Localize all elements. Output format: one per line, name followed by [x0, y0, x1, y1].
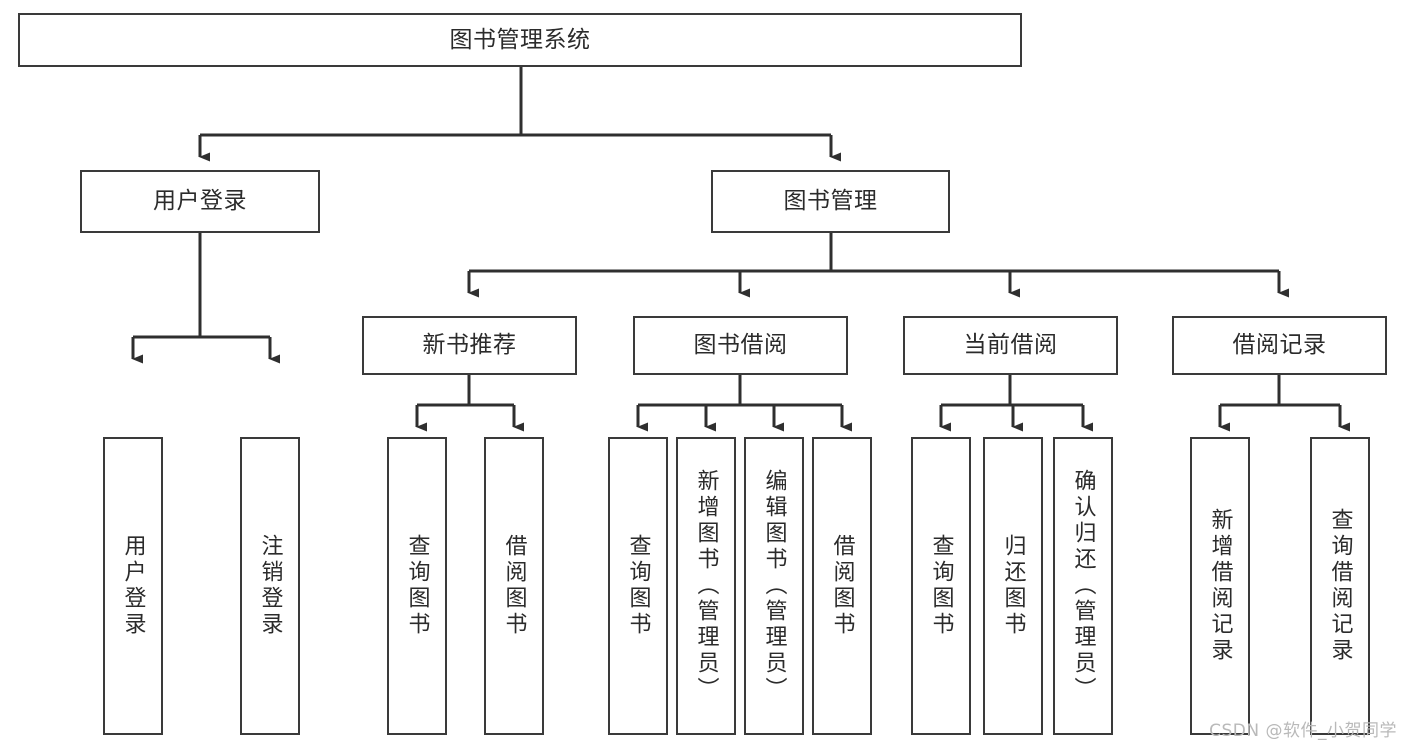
node-label: 确认归还（管理员） [1070, 469, 1096, 703]
node-borrow-record[interactable]: 借阅记录 [1172, 316, 1387, 375]
node-root[interactable]: 图书管理系统 [18, 13, 1022, 67]
node-book-manage[interactable]: 图书管理 [711, 170, 950, 233]
node-label: 图书管理系统 [449, 26, 591, 53]
node-leaf-edit-book[interactable]: 编辑图书（管理员） [744, 437, 804, 735]
node-label: 用户登录 [153, 188, 247, 215]
node-label: 借阅图书 [501, 534, 527, 638]
node-label: 新增借阅记录 [1207, 508, 1233, 664]
watermark: CSDN @软件_小贺同学 [1209, 721, 1397, 741]
node-leaf-query-borrow-record[interactable]: 查询借阅记录 [1310, 437, 1370, 735]
node-leaf-query-book-borrow[interactable]: 查询图书 [608, 437, 668, 735]
node-label: 图书借阅 [693, 332, 788, 359]
node-leaf-query-book-current[interactable]: 查询图书 [911, 437, 971, 735]
node-label: 编辑图书（管理员） [761, 469, 787, 703]
node-book-borrow[interactable]: 图书借阅 [633, 316, 848, 375]
node-label: 归还图书 [1000, 534, 1026, 638]
node-label: 图书管理 [783, 188, 878, 215]
node-leaf-add-book[interactable]: 新增图书（管理员） [676, 437, 736, 735]
node-label: 新书推荐 [422, 332, 517, 359]
node-label: 当前借阅 [963, 332, 1058, 359]
node-label: 借阅图书 [829, 534, 855, 638]
node-leaf-add-borrow-record[interactable]: 新增借阅记录 [1190, 437, 1250, 735]
node-leaf-user-logout[interactable]: 注销登录 [240, 437, 300, 735]
node-leaf-borrow-book-rec[interactable]: 借阅图书 [484, 437, 544, 735]
node-leaf-user-login[interactable]: 用户登录 [103, 437, 163, 735]
node-leaf-confirm-return[interactable]: 确认归还（管理员） [1053, 437, 1113, 735]
node-leaf-return-book[interactable]: 归还图书 [983, 437, 1043, 735]
node-label: 新增图书（管理员） [693, 469, 719, 703]
node-user-login[interactable]: 用户登录 [80, 170, 320, 233]
node-label: 查询图书 [625, 534, 651, 638]
node-label: 查询图书 [928, 534, 954, 638]
node-label: 查询图书 [404, 534, 430, 638]
node-leaf-borrow-book[interactable]: 借阅图书 [812, 437, 872, 735]
node-label: 借阅记录 [1232, 332, 1327, 359]
node-label: 注销登录 [257, 534, 283, 638]
node-label: 用户登录 [120, 534, 146, 638]
node-label: 查询借阅记录 [1327, 508, 1353, 664]
node-leaf-query-book-rec[interactable]: 查询图书 [387, 437, 447, 735]
node-current-borrow[interactable]: 当前借阅 [903, 316, 1118, 375]
node-new-book-rec[interactable]: 新书推荐 [362, 316, 577, 375]
